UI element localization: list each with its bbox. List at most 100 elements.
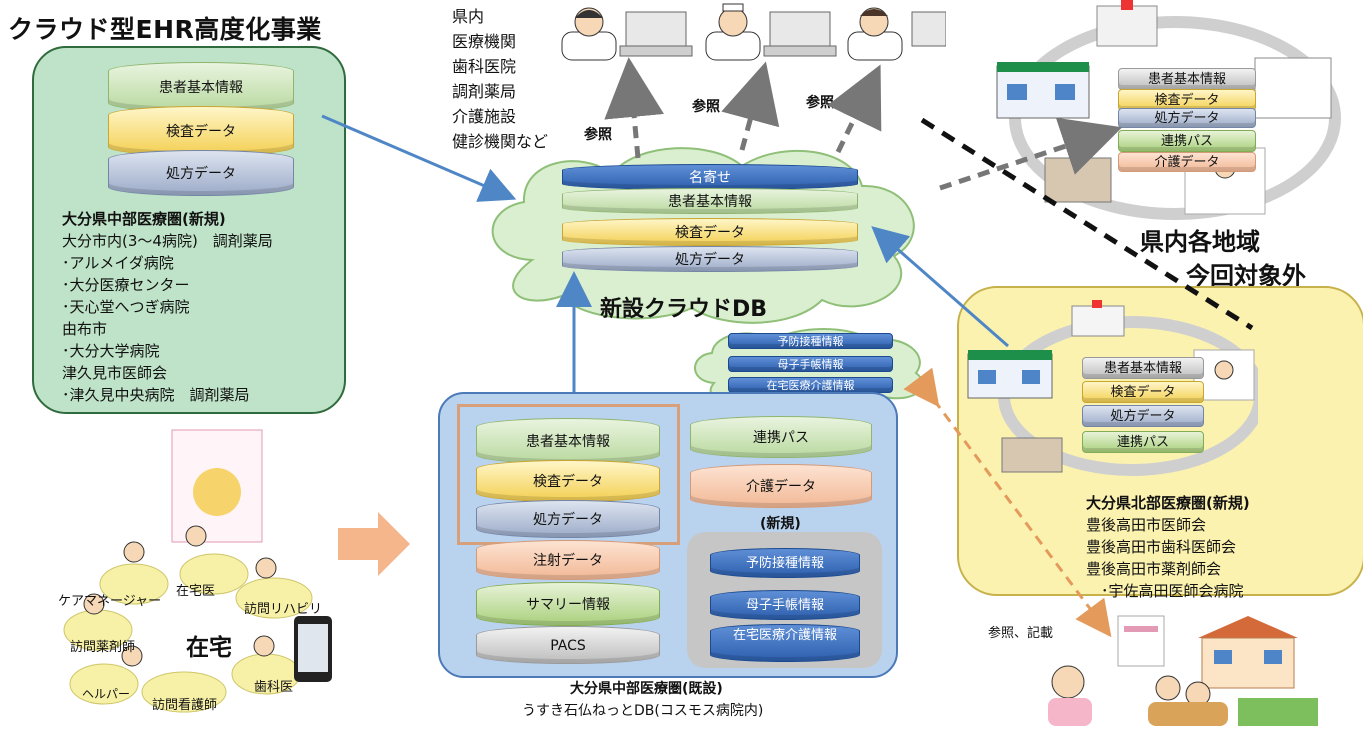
diagram-title: クラウド型EHR高度化事業	[8, 15, 322, 44]
refer-record-arrow	[903, 367, 1112, 638]
patient-home-illustration	[1048, 615, 1318, 726]
db-layer: 名寄せ	[562, 164, 858, 190]
existing-caption: 大分県中部医療圏(既設)	[570, 681, 723, 697]
scope-boundary-line	[920, 117, 1254, 331]
computer-icon	[763, 11, 837, 57]
refer-label: 参照	[692, 99, 720, 115]
mother-child-handbook-icon	[1117, 615, 1165, 667]
doctor-icon	[253, 635, 275, 657]
stakeholder-list: 県内 医療機関 歯科医院 調剤薬局 介護施設 健診機関など	[452, 4, 548, 154]
hospital-icon	[1254, 57, 1332, 119]
stakeholder-item: 介護施設	[452, 107, 517, 126]
doctor-icon	[185, 525, 207, 547]
refer-arrow	[939, 117, 1123, 191]
new-services-label: (新規)	[760, 516, 801, 532]
role-label: 訪問リハビリ	[244, 602, 323, 617]
stakeholder-item: 健診機関など	[452, 132, 549, 151]
central-area-line: ･大分医療センター	[62, 276, 190, 294]
nurse-icon	[121, 645, 143, 667]
db-layer: 母子手帳情報	[710, 590, 860, 620]
db-layer: 患者基本情報	[1082, 357, 1204, 379]
top-users-illustration	[561, 3, 946, 61]
central-area-line: ･アルメイダ病院	[62, 254, 174, 272]
db-layer: 処方データ	[1082, 405, 1204, 427]
smartphone-icon	[294, 616, 332, 682]
doctor-icon	[123, 541, 145, 563]
house-icon	[1198, 616, 1298, 689]
db-layer: 検査データ	[1082, 381, 1204, 403]
flow-arrow	[321, 114, 517, 202]
central-area-line: ･津久見中央病院 調剤薬局	[62, 386, 250, 404]
central-area-caption: 大分県中部医療圏(新規)	[62, 210, 226, 228]
db-layer: サマリー情報	[476, 582, 660, 626]
doctor-icon	[1048, 665, 1092, 726]
stakeholder-item: 県内	[452, 7, 485, 26]
north-area-text: 大分県北部医療圏(新規) 豊後高田市医師会 豊後高田市歯科医師会 豊後高田市薬剤…	[1086, 492, 1250, 602]
db-layer: 介護データ	[1118, 152, 1256, 172]
db-layer: 注射データ	[476, 540, 660, 580]
role-label: 訪問薬剤師	[70, 640, 136, 655]
central-area-line: 由布市	[62, 320, 108, 338]
computer-icon	[911, 11, 946, 47]
doctor-icon	[1148, 675, 1228, 726]
home-care-illustration	[63, 429, 332, 713]
hospital-icon	[1071, 300, 1125, 337]
central-area-text: 大分県中部医療圏(新規) 大分市内(3～4病院) 調剤薬局 ･アルメイダ病院 ･…	[62, 208, 273, 406]
db-layer: 予防接種情報	[728, 333, 893, 349]
north-area-caption: 大分県北部医療圏(新規)	[1086, 494, 1250, 512]
refer-label: 参照	[584, 127, 612, 143]
role-label: 歯科医	[254, 680, 294, 695]
db-layer: 処方データ	[108, 150, 294, 196]
computer-icon	[619, 11, 693, 57]
db-layer: 処方データ	[562, 246, 858, 272]
stakeholder-item: 調剤薬局	[452, 82, 517, 101]
db-layer: PACS	[476, 626, 660, 664]
refer-arrow	[721, 61, 780, 151]
db-layer: 母子手帳情報	[728, 356, 893, 372]
db-layer: 患者基本情報	[562, 188, 858, 214]
north-area-line: 豊後高田市医師会	[1086, 516, 1207, 534]
role-label: ケアマネージャー	[58, 594, 162, 609]
other-regions-label: 県内各地域	[1140, 228, 1260, 256]
cloud-db-label: 新設クラウドDB	[600, 297, 768, 322]
db-layer: 検査データ	[562, 218, 858, 246]
role-label: 在宅医	[176, 584, 216, 599]
stakeholder-item: 歯科医院	[452, 57, 517, 76]
existing-subcaption: うすき石仏ねっとDB(コスモス病院内)	[522, 703, 764, 719]
out-of-scope-label: 今回対象外	[1186, 262, 1306, 290]
role-label: ヘルパー	[82, 687, 131, 701]
north-area-line: 豊後高田市歯科医師会	[1086, 538, 1237, 556]
mother-child-handbook-icon	[171, 429, 263, 543]
db-layer: 連携パス	[690, 416, 872, 458]
central-area-line: 大分市内(3～4病院) 調剤薬局	[62, 232, 273, 250]
central-area-line: ･大分大学病院	[62, 342, 160, 360]
nurse-icon	[705, 3, 761, 61]
refer-arrow	[604, 57, 665, 159]
hospital-icon	[996, 62, 1090, 119]
north-area-line: ･宇佐高田医師会病院	[1086, 582, 1244, 600]
doctor-icon	[255, 557, 277, 579]
db-layer: 連携パス	[1082, 431, 1204, 453]
pharmacist-icon	[847, 7, 903, 61]
db-layer: 処方データ	[1118, 108, 1256, 128]
central-area-line: ･天心堂へつぎ病院	[62, 298, 190, 316]
stakeholder-item: 医療機関	[452, 32, 517, 51]
central-area-line: 津久見市医師会	[62, 364, 168, 382]
doctor-icon	[561, 7, 617, 61]
db-layer: 予防接種情報	[710, 548, 860, 578]
db-layer: 患者基本情報	[476, 418, 660, 464]
db-layer: 介護データ	[690, 464, 872, 508]
hospital-icon	[1096, 0, 1158, 47]
db-layer: 検査データ	[108, 106, 294, 156]
flow-arrow	[871, 226, 1009, 348]
db-layer: 在宅医療介護情報	[710, 624, 860, 662]
db-layer: 検査データ	[476, 460, 660, 502]
role-label: 訪問看護師	[152, 698, 218, 713]
north-area-line: 豊後高田市薬剤師会	[1086, 560, 1222, 578]
doctor-icon	[1193, 349, 1255, 401]
refer-arrow	[827, 64, 882, 154]
refer-label: 参照	[806, 95, 834, 111]
home-label: 在宅	[186, 635, 232, 661]
pharmacist-icon	[83, 593, 105, 615]
